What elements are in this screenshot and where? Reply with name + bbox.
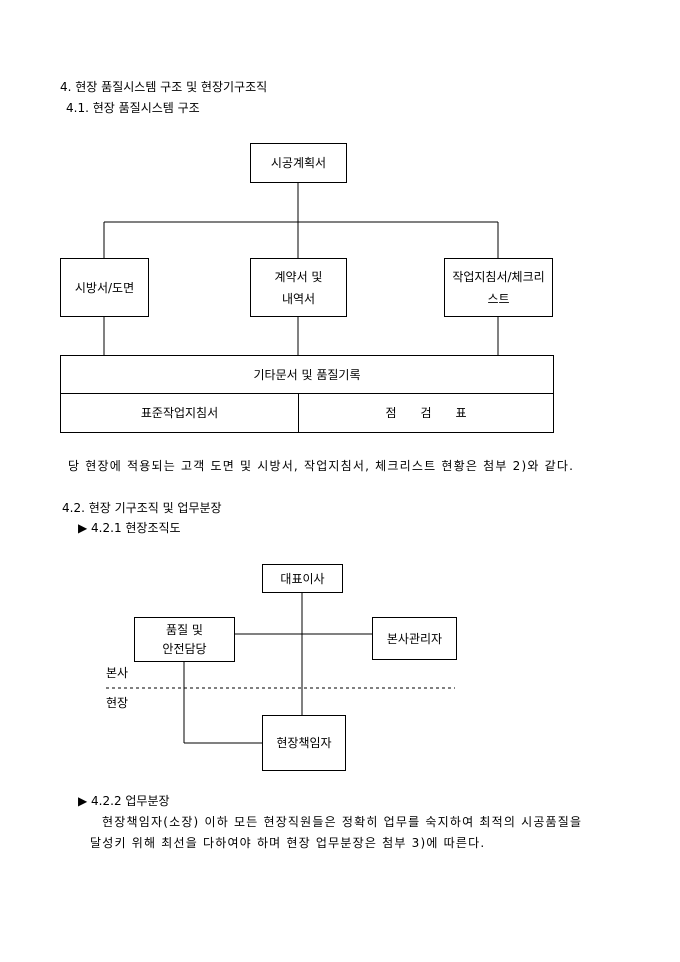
box-contract: 계약서 및 내역서 [250, 258, 347, 317]
label-site: 현장 [106, 696, 129, 710]
box-site-manager: 현장책임자 [262, 715, 346, 771]
paragraph-4-2-2-line2: 달성키 위해 최선을 다하여야 하며 현장 업무분장은 첨부 3)에 따른다. [90, 836, 486, 850]
box-construction-plan: 시공계획서 [250, 143, 347, 183]
box-spec-drawing: 시방서/도면 [60, 258, 149, 317]
section-4-heading: 4. 현장 품질시스템 구조 및 현장기구조직 [60, 80, 268, 94]
paragraph-4-1: 당 현장에 적용되는 고객 도면 및 시방서, 작업지침서, 체크리스트 현황은… [68, 459, 575, 473]
box-other-documents: 기타문서 및 품질기록 [60, 355, 554, 394]
label-hq: 본사 [106, 666, 129, 680]
box-work-line1: 작업지침서/체크리 [452, 269, 545, 284]
box-work-instruction: 작업지침서/체크리 스트 [444, 258, 553, 317]
box-quality-line2: 안전담당 [162, 641, 207, 656]
box-hq-manager: 본사관리자 [372, 617, 457, 660]
section-4-1-heading: 4.1. 현장 품질시스템 구조 [66, 101, 200, 115]
paragraph-4-2-2-line1: 현장책임자(소장) 이하 모든 현장직원들은 정확히 업무를 숙지하여 최적의 … [102, 815, 583, 829]
box-checklist: 점 검 표 [298, 393, 554, 433]
box-standard-instruction: 표준작업지침서 [60, 393, 299, 433]
box-work-line2: 스트 [487, 291, 510, 306]
box-quality-line1: 품질 및 [166, 622, 203, 637]
section-4-2-heading: 4.2. 현장 기구조직 및 업무분장 [62, 501, 222, 515]
box-contract-line1: 계약서 및 [274, 269, 323, 284]
section-4-2-2-heading: ▶ 4.2.2 업무분장 [78, 794, 170, 808]
section-4-2-1-heading: ▶ 4.2.1 현장조직도 [78, 521, 181, 535]
box-contract-line2: 내역서 [281, 291, 316, 306]
box-ceo: 대표이사 [262, 564, 343, 593]
box-quality-safety: 품질 및 안전담당 [134, 617, 235, 662]
